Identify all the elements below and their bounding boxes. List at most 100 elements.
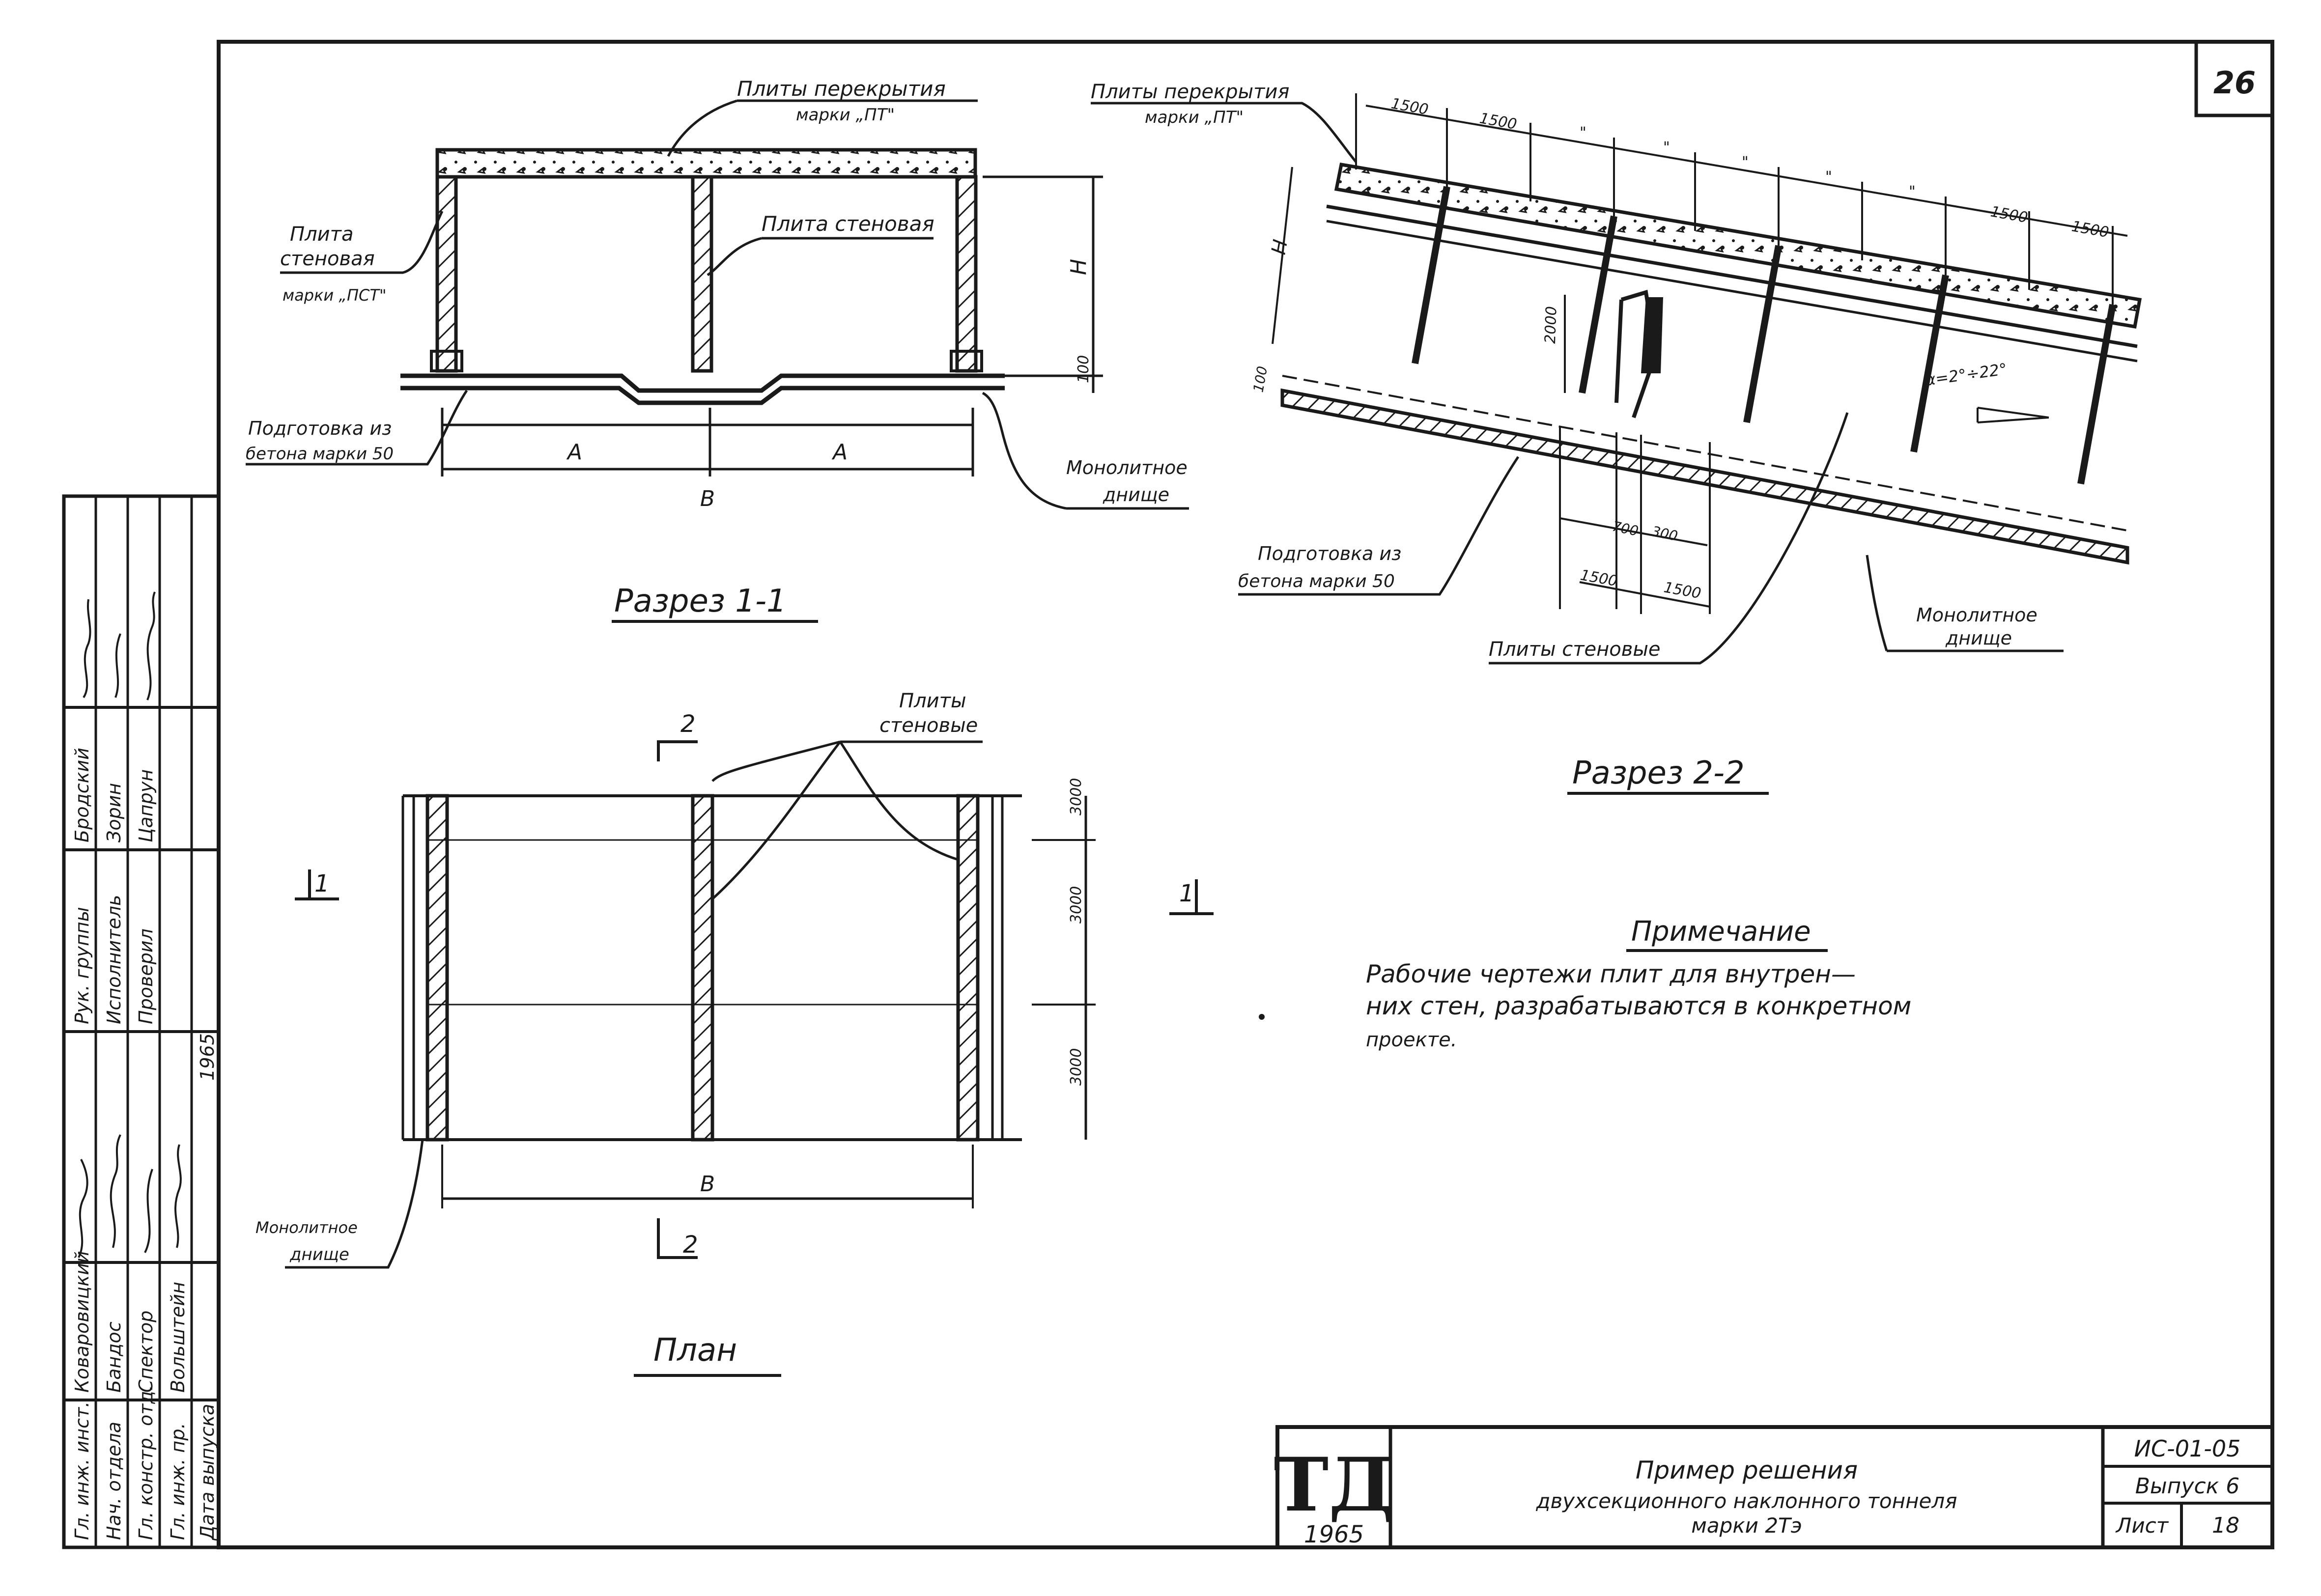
stamp-name-2: Бандос [103,1321,125,1393]
angle-label: α=2°÷22° [1924,360,2008,390]
dim-top-ditto-5: " [1909,183,1916,200]
monolithic-bottom [400,373,1005,405]
note-block: Примечание Рабочие чертежи плит для внут… [1259,916,1911,1051]
page-number: 26 [2213,65,2256,101]
dim-top-1: 1500 [1390,95,1430,118]
stamp-role-3: Гл. констр. отд. [135,1385,157,1540]
sheet-label: Лист [2115,1513,2169,1538]
note-heading: Примечание [1631,916,1811,948]
label-roof-slabs-1: Плиты перекрытия [1091,81,1290,103]
dim-h: Н [1066,259,1091,275]
dim-700: 700 [1611,518,1640,539]
label-roof-slabs-1: Плиты перекрытия [737,77,946,101]
label-bottom-2: днище [1103,484,1169,505]
section-1-1-title: Разрез 1-1 [614,583,787,619]
cut-2-top: 2 [680,710,696,738]
section-2-2: 1500 1500 " " " " " 1500 1500 Н 2000 100… [1091,81,2142,795]
title-line-3: марки 2Тэ [1691,1513,1802,1538]
label-bottom-2: днище [1945,627,2012,649]
stamp-date-label: Дата выпуска [197,1404,218,1541]
plan-dim-3000-c: 3000 [1068,1048,1085,1086]
stamp-role-2: Нач. отдела [103,1422,125,1540]
stamp-year: 1965 [197,1033,218,1081]
label-bottom-1: Монолитное [1066,457,1188,478]
plan-label-bottom-2: днище [289,1245,349,1264]
dim-100: 100 [1250,365,1271,393]
plan-title: План [653,1332,737,1369]
label-wall-slab-1: Плита [290,223,353,246]
dim-top-4: 1500 [2070,218,2110,241]
cut-1-right: 1 [1179,880,1194,907]
dim-b: В [700,486,715,511]
title-line-1: Пример решения [1636,1456,1858,1484]
dim-door: 2000 [1542,306,1560,344]
dim-top-2: 1500 [1478,110,1518,133]
section-1-1: А А В Н 100 Плиты перекрытия марки „ПТ" … [246,77,1189,623]
dim-top-ditto-2: " [1663,139,1670,156]
dim-top-ditto-3: " [1742,154,1749,171]
label-bottom-1: Монолитное [1916,604,2038,626]
stamp-name-6: Зорин [103,783,125,842]
title-line-2: двухсекционного наклонного тоннеля [1536,1489,1957,1513]
plan-view: В 3000 3000 3000 2 2 1 1 Плиты стеновые … [255,690,1214,1377]
label-base-1: Подготовка из [248,418,392,439]
wall-slab-lines [1412,186,2116,485]
dim-300: 300 [1650,523,1679,544]
label-base-2: бетона марки 50 [1238,571,1395,591]
dim-100: 100 [1075,355,1092,383]
dim-top-3: 1500 [1989,203,2029,226]
side-stamp: Гл. инж. инст. Нач. отдела Гл. констр. о… [62,494,221,1549]
section-2-2-title: Разрез 2-2 [1572,755,1745,791]
roof-slab [435,148,977,179]
dim-h: Н [1268,238,1293,256]
note-line-3: проекте. [1366,1029,1457,1051]
plan-label-bottom-1: Монолитное [255,1218,358,1237]
label-wall-slabs: Плиты стеновые [1489,638,1661,661]
title-block-year: 1965 [1304,1521,1364,1548]
dim-bottom-1: 1500 [1579,566,1619,590]
label-wall-slab-2: стеновая [280,248,375,270]
label-wall-slab-inner: Плита стеновая [762,212,934,236]
stamp-name-4: Вольштейн [167,1282,189,1393]
wall-slab-left [435,175,458,373]
label-roof-slabs-2: марки „ПТ" [1145,108,1244,127]
cut-2-bottom: 2 [683,1231,698,1259]
bottom-inclined [1280,388,2129,565]
doc-code: ИС-01-05 [2134,1435,2241,1462]
cut-1-left: 1 [314,870,330,897]
dim-top-ditto-4: " [1825,168,1832,186]
plan-wall-left [425,794,449,1142]
stamp-role-7: Проверил [135,928,157,1024]
plan-wall-right [956,794,980,1142]
title-block: ТД 1965 Пример решения двухсекционного н… [1274,1425,2274,1549]
stamp-role-6: Исполнитель [103,895,125,1024]
stamp-name-3: Спектор [135,1311,157,1393]
title-block-logo: ТД [1274,1442,1394,1528]
note-line-1: Рабочие чертежи плит для внутрен— [1366,960,1856,988]
stamp-name-7: Цапрун [135,769,157,842]
stamp-role-1: Гл. инж. инст. [71,1401,93,1540]
dim-a-right: А [831,440,848,465]
dim-top-ditto-1: " [1580,124,1586,141]
label-base-1: Подготовка из [1258,543,1401,564]
roof-slabs-inclined [1334,162,2142,329]
stamp-name-5: Бродский [71,748,93,842]
issue-number: Выпуск 6 [2135,1474,2239,1499]
sheet-number: 18 [2212,1513,2239,1538]
label-wall-slab-3: марки „ПСТ" [283,286,387,305]
stamp-role-5: Рук. группы [71,907,93,1024]
label-roof-slabs-2: марки „ПТ" [796,105,895,125]
stamp-name-1: Коваровицкий [71,1251,93,1393]
plan-label-walls-1: Плиты [899,690,966,712]
footing-left [430,350,463,372]
note-line-2: них стен, разрабатываются в конкретном [1366,992,1911,1020]
wall-slab-right [955,175,978,373]
signatures [78,591,182,1258]
dim-a-left: А [566,440,582,465]
plan-label-walls-2: стеновые [879,714,978,737]
plan-dim-b: В [700,1172,715,1197]
page-number-box [2194,40,2274,117]
plan-dim-3000-b: 3000 [1068,886,1085,924]
footing-right [950,350,983,372]
